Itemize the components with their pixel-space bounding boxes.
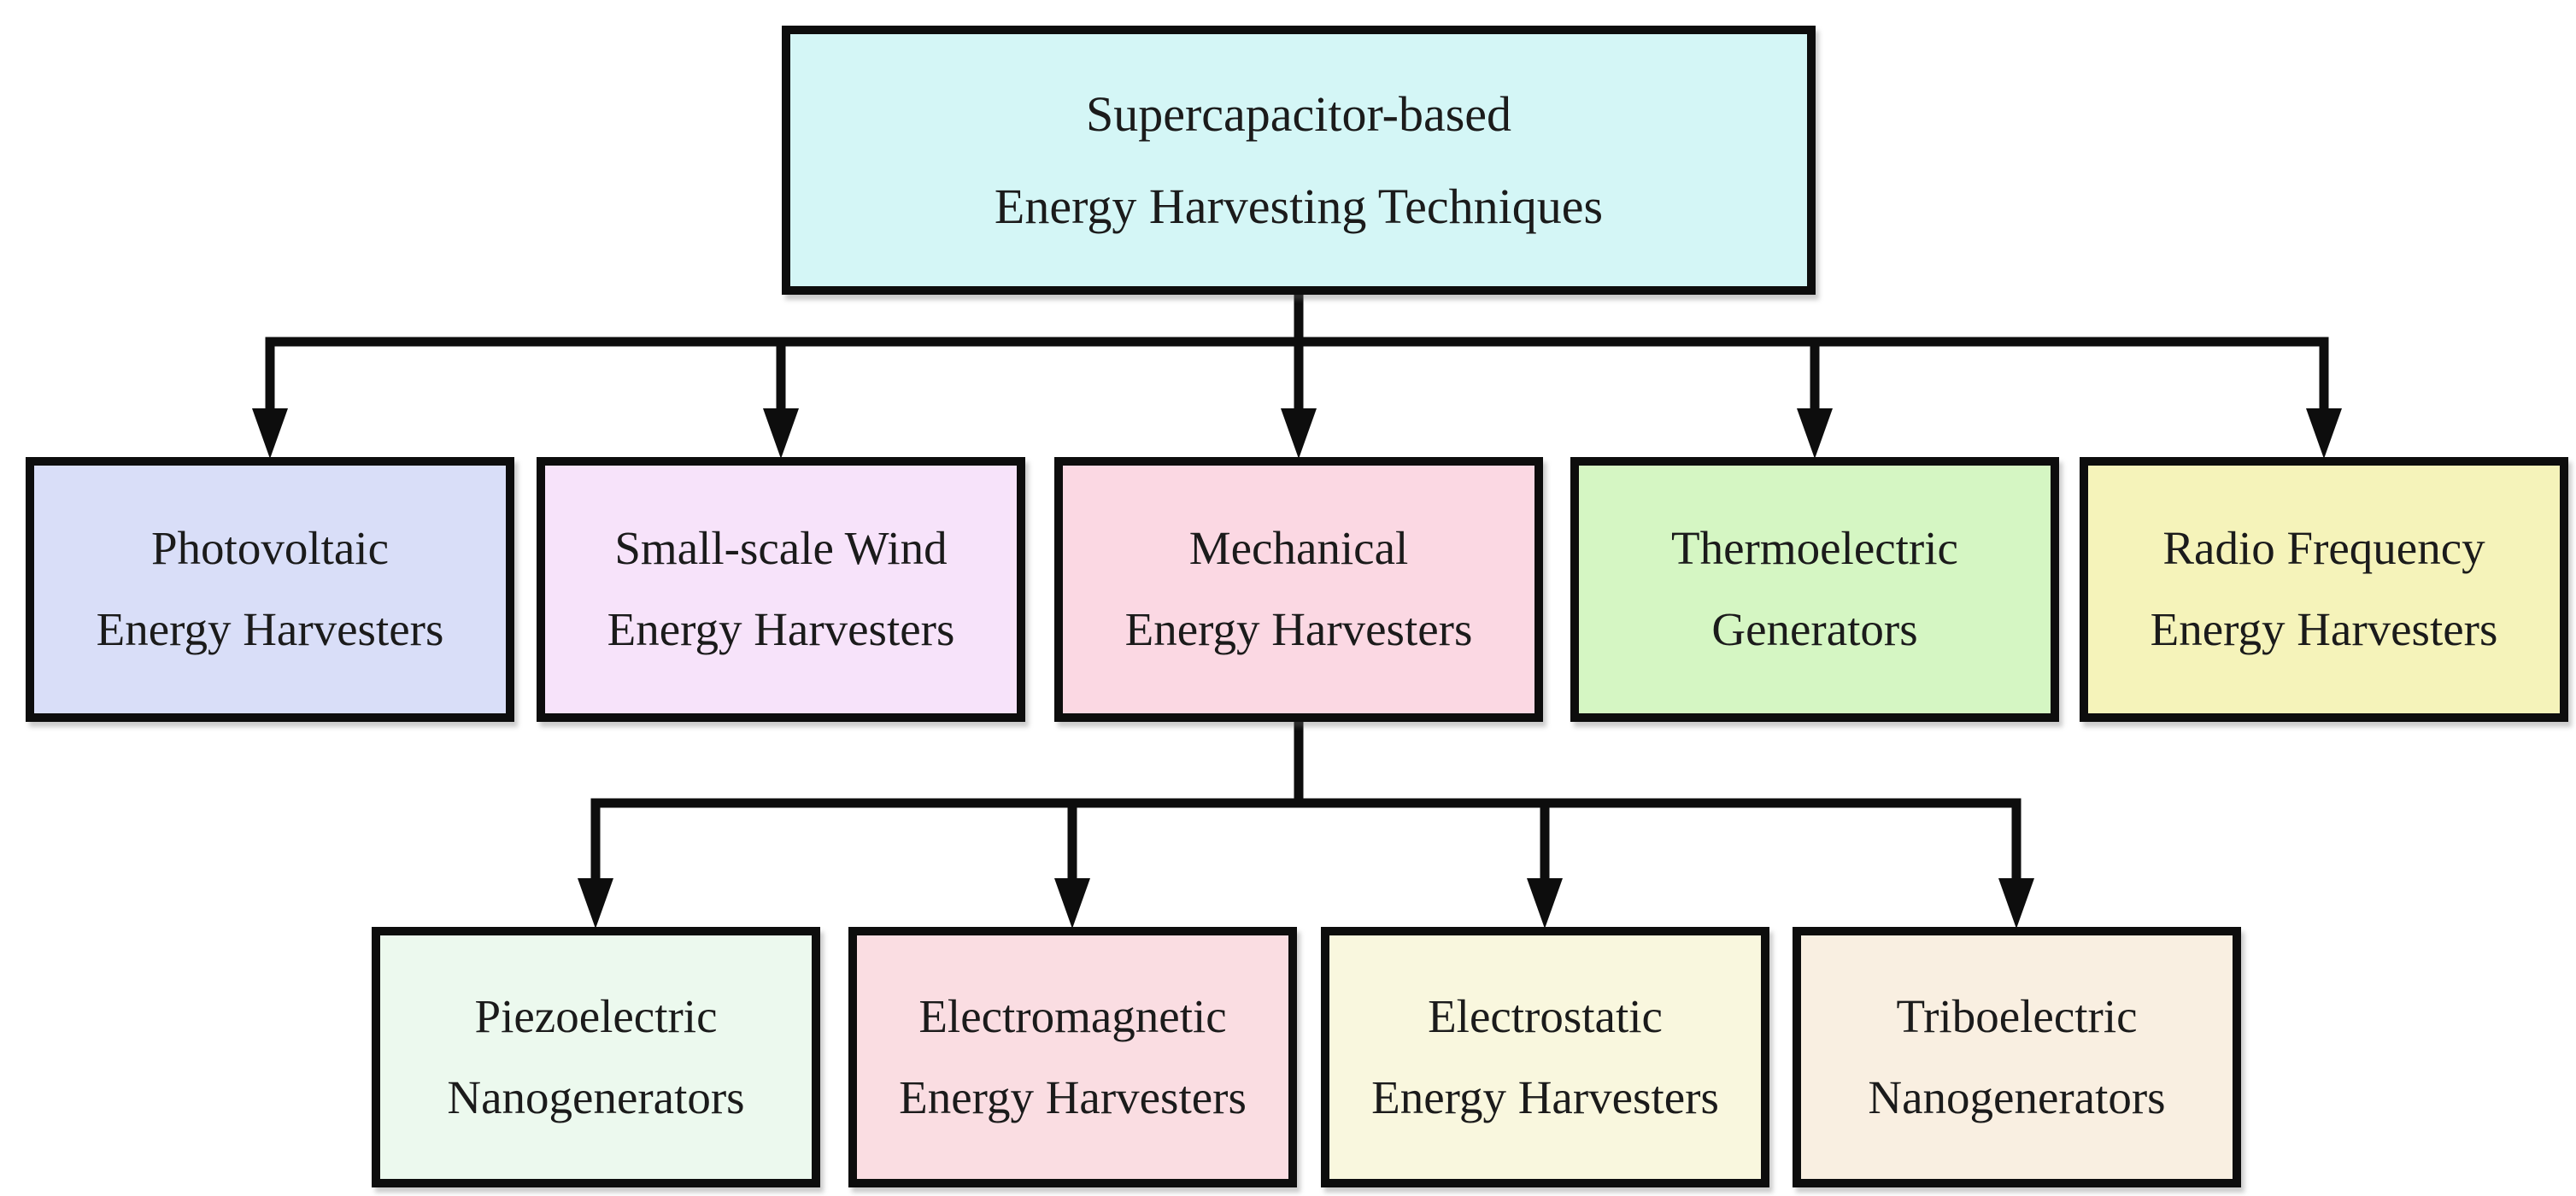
node-supercapacitor-root: Supercapacitor-based Energy Harvesting T…: [782, 26, 1816, 295]
node-thermoelectric: Thermoelectric Generators: [1570, 457, 2059, 722]
node-label-line: Energy Harvesters: [96, 603, 444, 655]
node-label-line: Energy Harvesting Techniques: [994, 178, 1604, 234]
node-triboelectric: Triboelectric Nanogenerators: [1793, 927, 2241, 1187]
mechanical-to-level3-arrowheads: [578, 878, 2034, 929]
root-to-level2-arrowheads: [252, 408, 2342, 459]
node-label-line: Energy Harvesters: [607, 603, 955, 655]
node-label-line: Radio Frequency: [2162, 522, 2485, 575]
mechanical-to-level3-connector: [590, 718, 2021, 886]
node-piezoelectric: Piezoelectric Nanogenerators: [372, 927, 820, 1187]
node-label-line: Nanogenerators: [447, 1070, 745, 1123]
node-label-line: Energy Harvesters: [899, 1070, 1247, 1123]
node-label-line: Electromagnetic: [918, 989, 1227, 1042]
node-label-line: Electrostatic: [1428, 989, 1663, 1042]
node-label-line: Supercapacitor-based: [1085, 86, 1512, 143]
node-label-line: Thermoelectric: [1671, 522, 1958, 575]
node-electromagnetic: Electromagnetic Energy Harvesters: [848, 927, 1297, 1187]
node-mechanical: Mechanical Energy Harvesters: [1054, 457, 1543, 722]
node-electrostatic: Electrostatic Energy Harvesters: [1321, 927, 1769, 1187]
node-label-line: Small-scale Wind: [614, 522, 948, 575]
node-small-scale-wind: Small-scale Wind Energy Harvesters: [537, 457, 1025, 722]
node-label-line: Mechanical: [1188, 522, 1409, 575]
node-label-line: Triboelectric: [1896, 989, 2138, 1042]
node-label-line: Generators: [1711, 603, 1918, 655]
node-label-line: Energy Harvesters: [1124, 603, 1473, 655]
root-to-level2-connector: [265, 290, 2329, 416]
node-label-line: Piezoelectric: [474, 989, 718, 1042]
node-label-line: Energy Harvesters: [1371, 1070, 1719, 1123]
node-label-line: Nanogenerators: [1868, 1070, 2166, 1123]
node-label-line: Photovoltaic: [150, 522, 390, 575]
node-radio-frequency: Radio Frequency Energy Harvesters: [2080, 457, 2568, 722]
node-label-line: Energy Harvesters: [2150, 603, 2498, 655]
node-photovoltaic: Photovoltaic Energy Harvesters: [26, 457, 514, 722]
